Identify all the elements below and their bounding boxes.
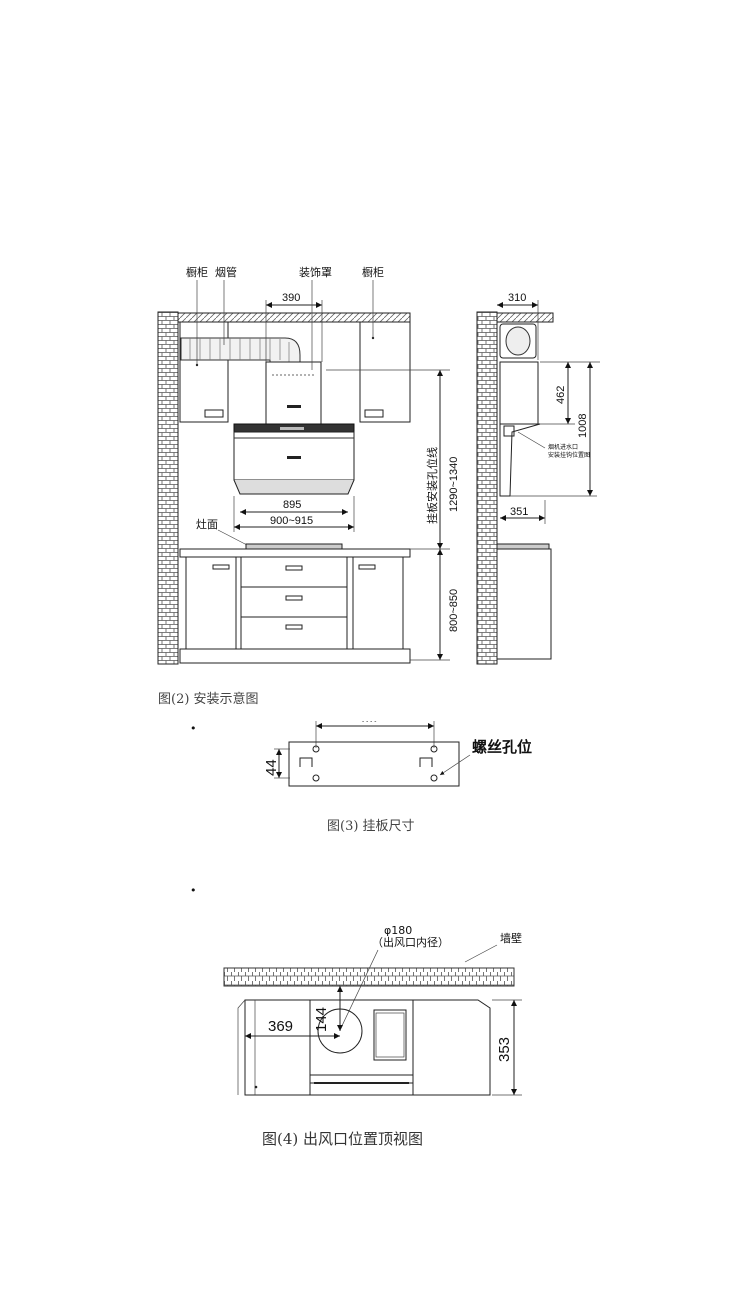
hanging-plate	[288, 741, 460, 787]
motor-box	[373, 1009, 407, 1061]
dim-44: 44	[263, 759, 280, 776]
decorative-cover	[265, 361, 322, 425]
wall	[223, 967, 515, 987]
base-cabinets	[179, 556, 411, 664]
label-cabinet-right: 橱柜	[362, 265, 384, 279]
label-wall: 墙壁	[500, 931, 522, 945]
screw-hole	[312, 774, 320, 782]
dim-144: 144	[313, 1007, 330, 1032]
dim-353: 353	[496, 1037, 513, 1062]
dim-310: 310	[508, 292, 526, 304]
dim-369: 369	[268, 1018, 293, 1035]
label-outlet-note: （出风口内径）	[372, 935, 449, 949]
label-cabinet-left: 橱柜	[186, 265, 208, 279]
label-screw-holes: 螺丝孔位	[472, 738, 532, 756]
dim-1008: 1008	[577, 414, 589, 438]
flue-pipe	[180, 337, 301, 363]
left-wall	[157, 311, 179, 665]
figure-4: • 墙壁 φ180 （出风口内径） 144 369 353 图(4) 出风口位置…	[190, 884, 522, 1148]
label-stove-top: 灶面	[196, 518, 218, 531]
hood-top-view	[244, 999, 491, 1096]
countertop	[179, 548, 411, 558]
dim-1290-1340: 1290~1340	[448, 457, 460, 512]
dim-390: 390	[282, 292, 300, 304]
figure4-caption: 图(4) 出风口位置顶视图	[262, 1130, 423, 1148]
side-view: 310 烟机进水口 安装挂钩位置图 462 1008 351	[476, 292, 600, 665]
upper-cabinet-left	[179, 321, 229, 423]
dim-800-850: 800~850	[448, 589, 460, 632]
screw-hole	[430, 774, 438, 782]
dim-462: 462	[555, 386, 567, 404]
range-hood	[233, 423, 355, 495]
label-flue: 烟管	[215, 265, 237, 279]
dim-895: 895	[283, 499, 301, 511]
screw-hole	[312, 745, 320, 753]
screw-hole	[430, 745, 438, 753]
side-note-1: 烟机进水口	[548, 443, 578, 451]
figure2-caption: 图(2) 安装示意图	[158, 691, 259, 707]
dim-top: - - - -	[362, 718, 376, 725]
label-cover: 装饰罩	[299, 265, 332, 279]
figure-3: • - - - - 44 螺丝孔位 图(3) 挂板尺寸	[190, 718, 532, 834]
ceiling	[177, 312, 411, 323]
label-phi180: φ180	[384, 924, 412, 937]
side-note-2: 安装挂钩位置图	[548, 451, 590, 459]
dim-351: 351	[510, 506, 528, 518]
bullet-2: •	[190, 884, 197, 897]
upper-cabinet-right	[359, 321, 411, 423]
figure3-caption: 图(3) 挂板尺寸	[327, 819, 415, 834]
figure-2: 390 橱柜 烟管 装饰罩 橱柜 895 900~915 灶面	[157, 265, 600, 707]
dim-900-915: 900~915	[270, 515, 313, 527]
label-install-line: 挂板安装孔位线	[425, 447, 439, 524]
bullet-1: •	[190, 722, 197, 735]
